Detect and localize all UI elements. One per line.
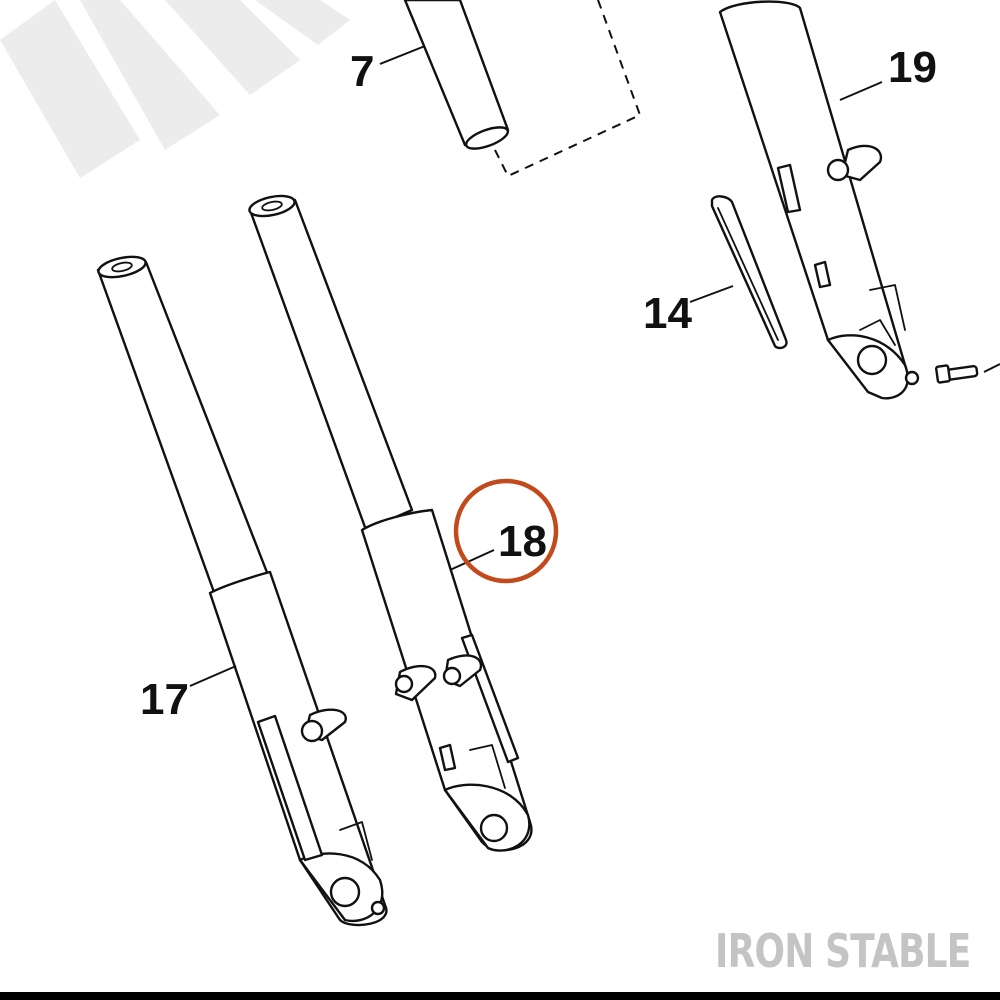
watermark-text: IRON STABLE bbox=[714, 924, 971, 978]
callout-17: 17 bbox=[140, 675, 189, 724]
reflector-part[interactable] bbox=[710, 195, 788, 350]
leader-line-18 bbox=[449, 549, 495, 571]
fork-tube-part[interactable] bbox=[403, 0, 510, 153]
highlight-circle-18 bbox=[453, 478, 559, 584]
outer-fork-assembly-left[interactable] bbox=[96, 253, 388, 927]
leader-line-17 bbox=[189, 665, 237, 687]
leader-line-7 bbox=[379, 45, 426, 65]
dashed-reference-box bbox=[494, 0, 642, 178]
decorative-stripes bbox=[0, 0, 350, 178]
callout-19: 19 bbox=[888, 43, 937, 92]
callout-7: 7 bbox=[350, 47, 374, 96]
callout-18: 18 bbox=[498, 517, 547, 566]
bottom-border bbox=[0, 992, 1000, 1000]
callout-14: 14 bbox=[643, 289, 692, 338]
outer-fork-assembly-right[interactable] bbox=[718, 0, 920, 400]
mounting-bolt[interactable] bbox=[935, 363, 1000, 384]
leader-line-19 bbox=[839, 81, 883, 101]
outer-fork-assembly-highlighted[interactable] bbox=[248, 192, 533, 852]
leader-line-14 bbox=[689, 285, 734, 303]
